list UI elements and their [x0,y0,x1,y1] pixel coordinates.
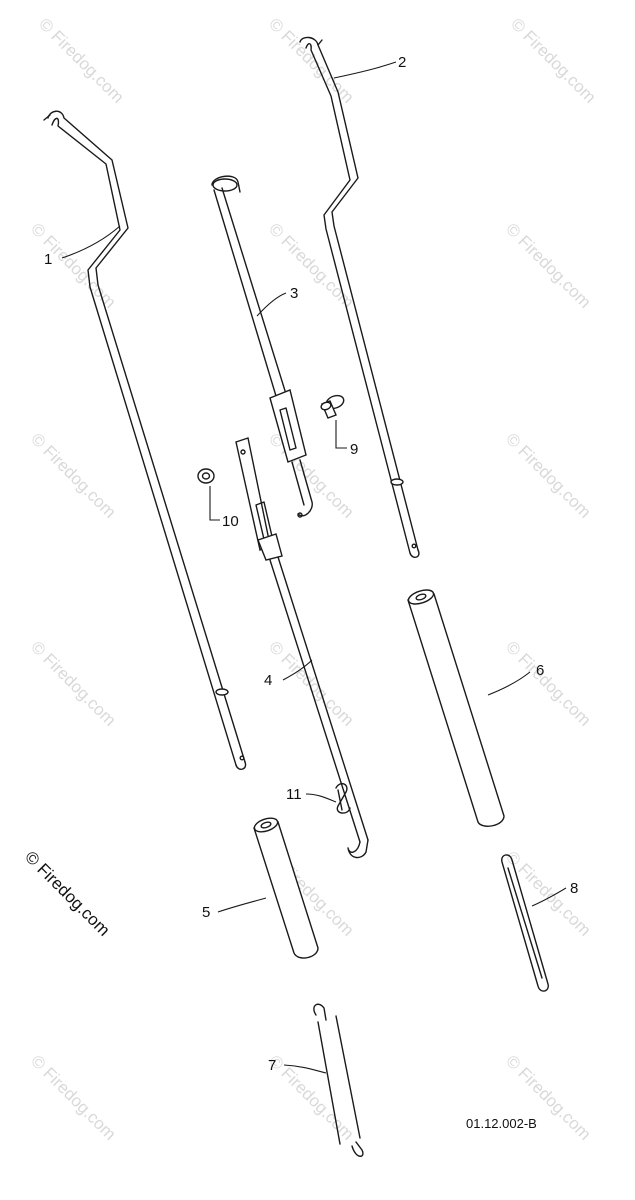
callout-7: 7 [268,1057,276,1074]
watermark: © Firedog.com [27,637,119,729]
watermark: © Firedog.com [35,14,127,106]
part-7-spring [313,1003,364,1157]
callout-10: 10 [222,513,239,530]
callout-3: 3 [290,285,298,302]
part-6-tube [407,589,505,827]
leader-lines [61,61,567,1074]
watermark: © Firedog.com [502,429,594,521]
watermark-layer: © Firedog.com © Firedog.com © Firedog.co… [27,14,599,1143]
callout-11: 11 [286,786,302,803]
part-1-rod [43,110,247,770]
watermark: © Firedog.com [265,637,357,729]
copyright-notice: © Firedog.com [21,847,113,939]
watermark: © Firedog.com [27,1051,119,1143]
callout-1: 1 [44,251,52,268]
part-8-spring [501,854,549,992]
callout-5: 5 [202,904,210,921]
callout-2: 2 [398,54,406,71]
callouts: 1 2 3 4 5 6 7 8 9 10 11 [44,54,578,1074]
callout-6: 6 [536,662,544,679]
watermark: © Firedog.com [507,14,599,106]
callout-8: 8 [570,880,578,897]
callout-9: 9 [350,441,358,458]
part-9-pin [320,394,345,419]
part-10-nut [197,468,215,484]
part-2-rod [299,36,420,558]
part-5-tube [253,817,319,959]
watermark: © Firedog.com [27,429,119,521]
watermark: © Firedog.com [265,1051,357,1143]
watermark: © Firedog.com [27,219,119,311]
part-3-rod [211,175,313,518]
watermark: © Firedog.com [502,219,594,311]
part-11-clip [335,782,351,814]
watermark: © Firedog.com [265,14,357,106]
drawing-code: 01.12.002-B [466,1116,537,1131]
callout-4: 4 [264,672,272,689]
watermark: © Firedog.com [502,637,594,729]
